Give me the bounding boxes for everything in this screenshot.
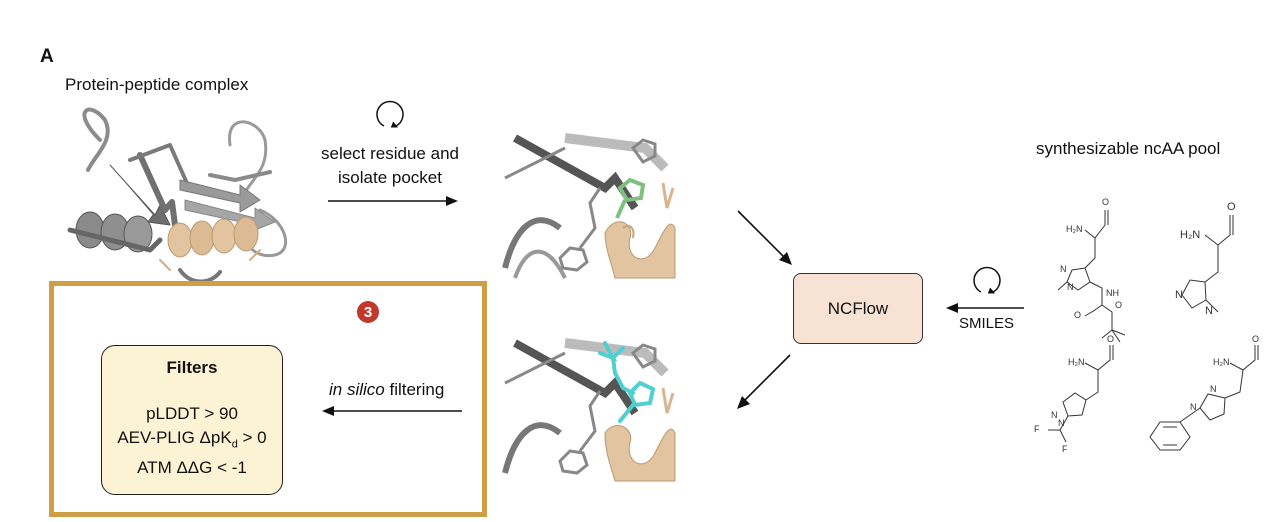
protein-loop [228, 120, 268, 202]
svg-text:H₂N: H₂N [1068, 357, 1085, 367]
svg-text:H₂N: H₂N [1213, 357, 1230, 367]
pocket-image-bottom [502, 333, 676, 482]
svg-text:O: O [1252, 334, 1259, 344]
select-residue-line1: select residue and [321, 144, 459, 163]
peptide-helix-turn [189, 220, 215, 256]
svg-text:N: N [1067, 282, 1074, 292]
svg-text:O: O [1227, 201, 1236, 213]
svg-text:H₂N: H₂N [1066, 224, 1083, 234]
svg-text:O: O [1102, 197, 1109, 207]
cycle-arrow-icon [376, 100, 404, 128]
filter-atm: ATM ΔΔG < -1 [137, 458, 247, 478]
filter-aev-plig: AEV-PLIG ΔpK [117, 428, 232, 447]
arrow-left-icon [946, 303, 1024, 313]
filters-title: Filters [166, 358, 218, 377]
selected-residue [617, 177, 646, 203]
arrow-from-ncflow [737, 354, 791, 409]
molecule-benzylhistidine [1149, 345, 1259, 451]
filtering-label: in silico filtering [329, 380, 444, 400]
arrow-left-icon [322, 406, 462, 416]
svg-text:H₂N: H₂N [1180, 229, 1200, 241]
ncflow-box: NCFlow [793, 273, 923, 344]
filtering-label-rest: filtering [384, 380, 445, 399]
beta-strand [109, 164, 171, 226]
svg-text:N: N [1205, 305, 1213, 317]
step-badge: 3 [357, 301, 379, 323]
protein-peptide-structure [67, 107, 288, 284]
filtering-frame [49, 281, 487, 517]
protein-loop [178, 268, 222, 284]
cycle-arrow-icon [973, 266, 1001, 294]
select-residue-line2: isolate pocket [338, 168, 442, 187]
peptide-helix-turn [233, 216, 259, 252]
svg-text:N: N [1190, 402, 1197, 412]
protein-complex-title: Protein-peptide complex [65, 75, 249, 94]
svg-text:N: N [1058, 418, 1065, 428]
peptide-helix-turn [167, 222, 193, 258]
ncaa-pool-title: synthesizable ncAA pool [1036, 139, 1221, 158]
svg-text:F: F [1034, 424, 1040, 434]
filter-aev-plig-sub: d [231, 438, 238, 451]
svg-text:N: N [1210, 384, 1217, 394]
beta-strand [208, 170, 272, 182]
filtering-label-italic: in silico [329, 380, 385, 399]
panel-label: A [40, 46, 54, 67]
filter-aev-plig-post: > 0 [237, 428, 267, 447]
filter-criterion: pLDDT > 90 [102, 402, 282, 426]
svg-text:N: N [1051, 410, 1058, 420]
peptide-helix-turn [211, 218, 237, 254]
svg-text:O: O [1107, 334, 1114, 344]
filter-plddt: pLDDT > 90 [146, 404, 238, 423]
arrow-to-ncflow [737, 210, 792, 265]
molecule-boc-pyrazole [1057, 210, 1126, 343]
svg-text:NH: NH [1106, 288, 1119, 298]
smiles-label: SMILES [959, 315, 1015, 332]
svg-text:F: F [1062, 444, 1068, 454]
molecule-methylhistidine [1181, 215, 1234, 313]
filter-criterion: ATM ΔΔG < -1 [102, 456, 282, 480]
molecule-difluoromethylpyrazole [1048, 345, 1114, 443]
svg-text:O: O [1074, 310, 1081, 320]
svg-text:O: O [1115, 300, 1122, 310]
select-residue-label: select residue and isolate pocket [305, 142, 475, 190]
ncflow-label: NCFlow [827, 298, 889, 318]
svg-text:N: N [1060, 264, 1067, 274]
beta-strand [137, 152, 178, 228]
filter-criterion: AEV-PLIG ΔpKd > 0 [102, 426, 282, 456]
beta-strand [179, 179, 261, 213]
filters-box: Filters pLDDT > 90 AEV-PLIG ΔpKd > 0 ATM… [101, 345, 283, 495]
protein-loop [82, 107, 110, 172]
pocket-image-top [502, 128, 676, 279]
svg-text:N: N [1175, 289, 1183, 301]
substituted-ncaa [598, 341, 656, 423]
arrow-right-icon [328, 196, 458, 206]
beta-strand [128, 143, 192, 192]
